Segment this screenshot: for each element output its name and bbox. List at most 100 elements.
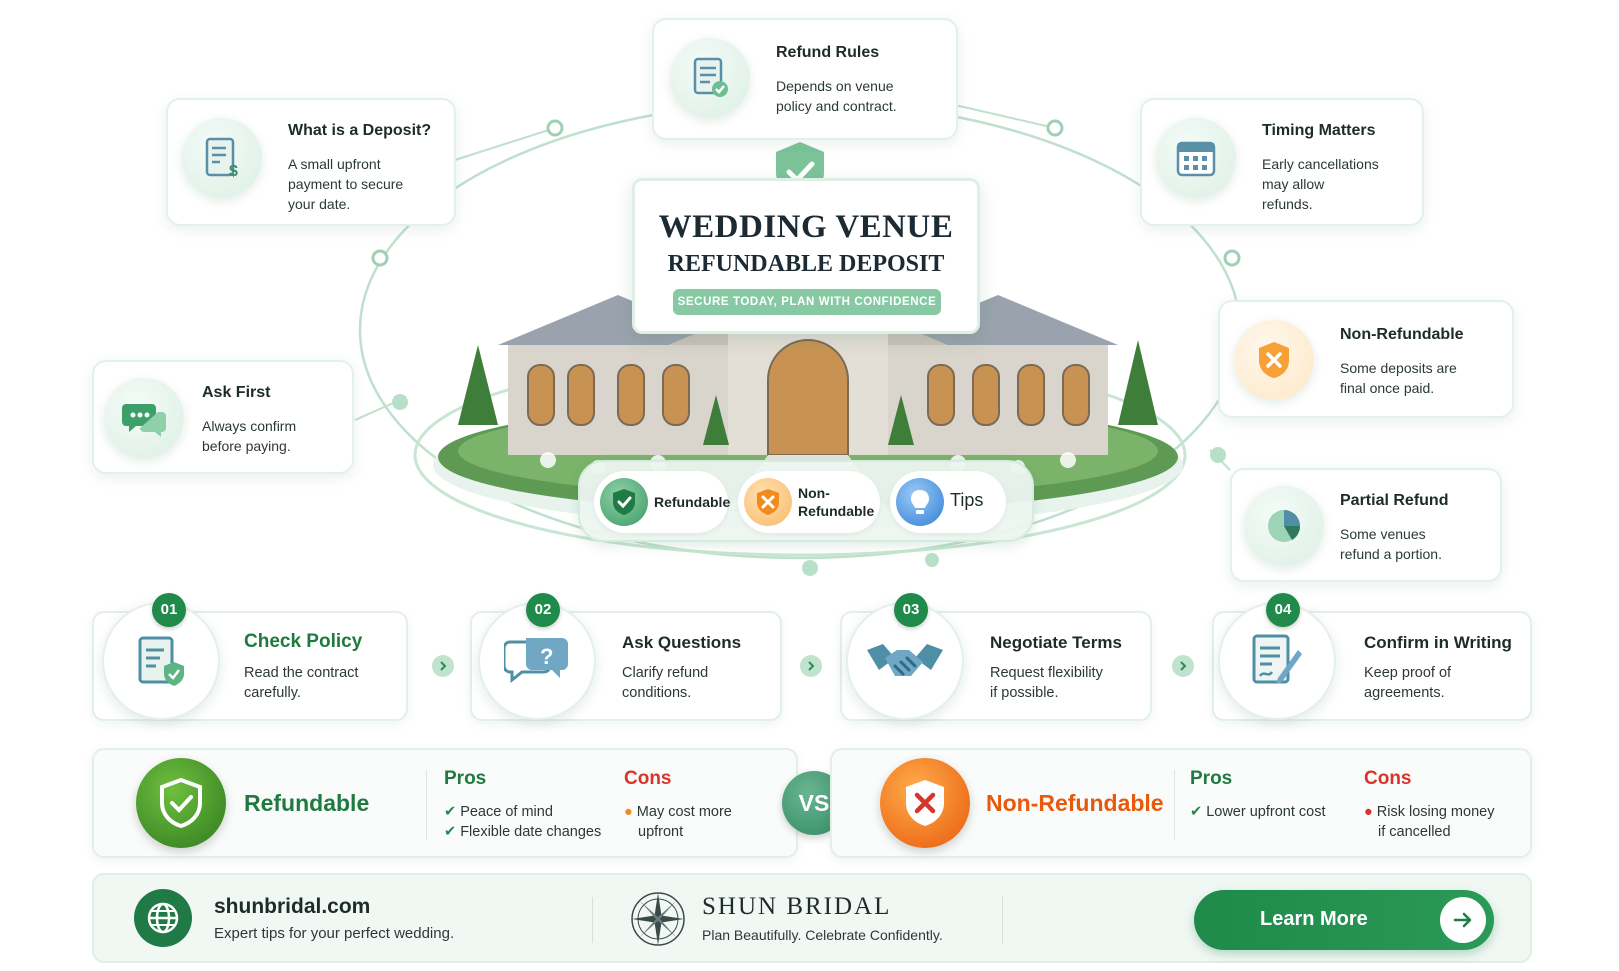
card-timing-desc: Early cancellations may allow refunds. bbox=[1262, 154, 1379, 214]
step-4-line1: Keep proof of bbox=[1364, 665, 1452, 681]
svg-text:$: $ bbox=[229, 163, 238, 180]
non-refundable-con-line2: if cancelled bbox=[1378, 824, 1451, 840]
step-3-number: 03 bbox=[894, 593, 928, 627]
non-refundable-cons-list: ● Risk losing money if cancelled bbox=[1364, 802, 1494, 842]
compare-non-refundable-title: Non-Refundable bbox=[986, 790, 1164, 816]
divider bbox=[426, 770, 427, 840]
check-icon: ✔ bbox=[444, 824, 457, 840]
card-timing-line2: may allow bbox=[1262, 176, 1325, 192]
hero-tagline: SECURE TODAY, PLAN WITH CONFIDENCE bbox=[673, 289, 941, 315]
step-2-number: 02 bbox=[526, 593, 560, 627]
pill-tips-label: Tips bbox=[950, 490, 984, 510]
compass-logo-icon bbox=[631, 892, 685, 946]
refundable-pros-heading: Pros bbox=[444, 768, 487, 789]
card-partial-line2: refund a portion. bbox=[1340, 546, 1442, 562]
site-link[interactable]: shunbridal.com bbox=[214, 895, 371, 918]
bullet-dot-icon: ● bbox=[624, 804, 633, 820]
compare-non-refundable-panel: Non-Refundable Pros ✔ Lower upfront cost… bbox=[830, 748, 1532, 858]
hero-sign: WEDDING VENUE REFUNDABLE DEPOSIT SECURE … bbox=[632, 178, 980, 334]
step-4-desc: Keep proof of agreements. bbox=[1364, 663, 1451, 703]
learn-more-button[interactable]: Learn More bbox=[1194, 890, 1494, 950]
card-partial-desc: Some venues refund a portion. bbox=[1340, 524, 1442, 564]
card-ask-first-line1: Always confirm bbox=[202, 418, 297, 434]
card-partial-line1: Some venues bbox=[1340, 526, 1426, 542]
refundable-pro-item: ✔ Peace of mind bbox=[444, 802, 601, 822]
pill-refundable-label: Refundable bbox=[654, 494, 731, 510]
refundable-pros-list: ✔ Peace of mind ✔ Flexible date changes bbox=[444, 802, 601, 842]
shield-check-icon bbox=[136, 758, 226, 848]
card-timing-line1: Early cancellations bbox=[1262, 156, 1379, 172]
pill-tips[interactable]: Tips bbox=[890, 471, 1006, 533]
card-deposit-line1: A small upfront bbox=[288, 156, 381, 172]
pill-non-refundable-line1: Non- bbox=[798, 485, 830, 501]
card-non-refundable-line1: Some deposits are bbox=[1340, 360, 1457, 376]
refundable-pro-2: Flexible date changes bbox=[460, 824, 602, 840]
bullet-dot-icon: ● bbox=[1364, 804, 1373, 820]
brand-name: SHUN BRIDAL bbox=[702, 893, 892, 920]
compare-refundable-panel: Refundable Pros ✔ Peace of mind ✔ Flexib… bbox=[92, 748, 798, 858]
hero-title: WEDDING VENUE bbox=[658, 209, 954, 245]
arrow-right-icon bbox=[1440, 897, 1486, 943]
card-refund-rules-line2: policy and contract. bbox=[776, 98, 897, 114]
non-refundable-pros-list: ✔ Lower upfront cost bbox=[1190, 802, 1325, 822]
card-non-refundable: Non-Refundable Some deposits are final o… bbox=[1218, 300, 1514, 418]
step-2-title: Ask Questions bbox=[622, 633, 742, 652]
divider bbox=[1002, 897, 1003, 943]
pie-chart-icon bbox=[1244, 486, 1324, 566]
divider bbox=[592, 897, 593, 943]
shield-check-icon bbox=[600, 478, 648, 526]
pill-non-refundable[interactable]: Non- Refundable bbox=[738, 471, 880, 533]
card-partial-refund: Partial Refund Some venues refund a port… bbox=[1230, 468, 1502, 582]
step-4-title: Confirm in Writing bbox=[1364, 633, 1512, 652]
step-1-desc: Read the contract carefully. bbox=[244, 663, 358, 703]
footer-bar: shunbridal.com Expert tips for your perf… bbox=[92, 873, 1532, 963]
step-2-desc: Clarify refund conditions. bbox=[622, 663, 708, 703]
card-refund-rules-title: Refund Rules bbox=[776, 44, 880, 61]
invoice-dollar-icon: $ bbox=[182, 118, 262, 198]
lightbulb-icon bbox=[896, 478, 944, 526]
signed-document-icon bbox=[1218, 602, 1336, 720]
non-refundable-pro-1: Lower upfront cost bbox=[1206, 804, 1326, 820]
card-ask-first-title: Ask First bbox=[202, 384, 271, 401]
pill-refundable[interactable]: Refundable bbox=[594, 471, 731, 533]
card-non-refundable-desc: Some deposits are final once paid. bbox=[1340, 358, 1457, 398]
shield-x-icon bbox=[744, 478, 792, 526]
calendar-icon bbox=[1156, 118, 1236, 198]
card-deposit-desc: A small upfront payment to secure your d… bbox=[288, 154, 403, 214]
card-deposit-title: What is a Deposit? bbox=[288, 122, 432, 139]
refundable-con-item: ● May cost more bbox=[624, 802, 732, 822]
refundable-cons-list: ● May cost more upfront bbox=[624, 802, 732, 842]
step-3-title: Negotiate Terms bbox=[990, 633, 1122, 652]
card-timing-matters: Timing Matters Early cancellations may a… bbox=[1140, 98, 1424, 226]
chevron-right-icon bbox=[800, 655, 822, 677]
card-what-is-deposit: $ What is a Deposit? A small upfront pay… bbox=[166, 98, 456, 226]
check-icon: ✔ bbox=[444, 804, 457, 820]
step-1-title: Check Policy bbox=[244, 631, 363, 652]
card-refund-rules-desc: Depends on venue policy and contract. bbox=[776, 76, 897, 116]
step-2-line2: conditions. bbox=[622, 685, 692, 701]
shield-x-icon bbox=[880, 758, 970, 848]
non-refundable-con-item: ● Risk losing money bbox=[1364, 802, 1494, 822]
step-3-desc: Request flexibility if possible. bbox=[990, 663, 1103, 703]
svg-text:?: ? bbox=[540, 644, 553, 669]
non-refundable-cons-heading: Cons bbox=[1364, 768, 1412, 789]
step-4-number: 04 bbox=[1266, 593, 1300, 627]
category-pill-bar: Refundable Non- Refundable Tips bbox=[578, 460, 1034, 542]
step-3-line1: Request flexibility bbox=[990, 665, 1103, 681]
shield-x-icon bbox=[1234, 320, 1314, 400]
card-non-refundable-line2: final once paid. bbox=[1340, 380, 1435, 396]
divider bbox=[1174, 770, 1175, 840]
step-2-line1: Clarify refund bbox=[622, 665, 709, 681]
brand-tagline: Plan Beautifully. Celebrate Confidently. bbox=[702, 927, 943, 943]
site-tagline: Expert tips for your perfect wedding. bbox=[214, 925, 455, 942]
refundable-con-line1: May cost more bbox=[636, 804, 732, 820]
chevron-right-icon bbox=[1172, 655, 1194, 677]
globe-icon bbox=[134, 889, 192, 947]
step-1-number: 01 bbox=[152, 593, 186, 627]
card-timing-line3: refunds. bbox=[1262, 196, 1313, 212]
card-ask-first-desc: Always confirm before paying. bbox=[202, 416, 296, 456]
check-icon: ✔ bbox=[1190, 804, 1203, 820]
refundable-cons-heading: Cons bbox=[624, 768, 672, 789]
non-refundable-pros-heading: Pros bbox=[1190, 768, 1233, 789]
